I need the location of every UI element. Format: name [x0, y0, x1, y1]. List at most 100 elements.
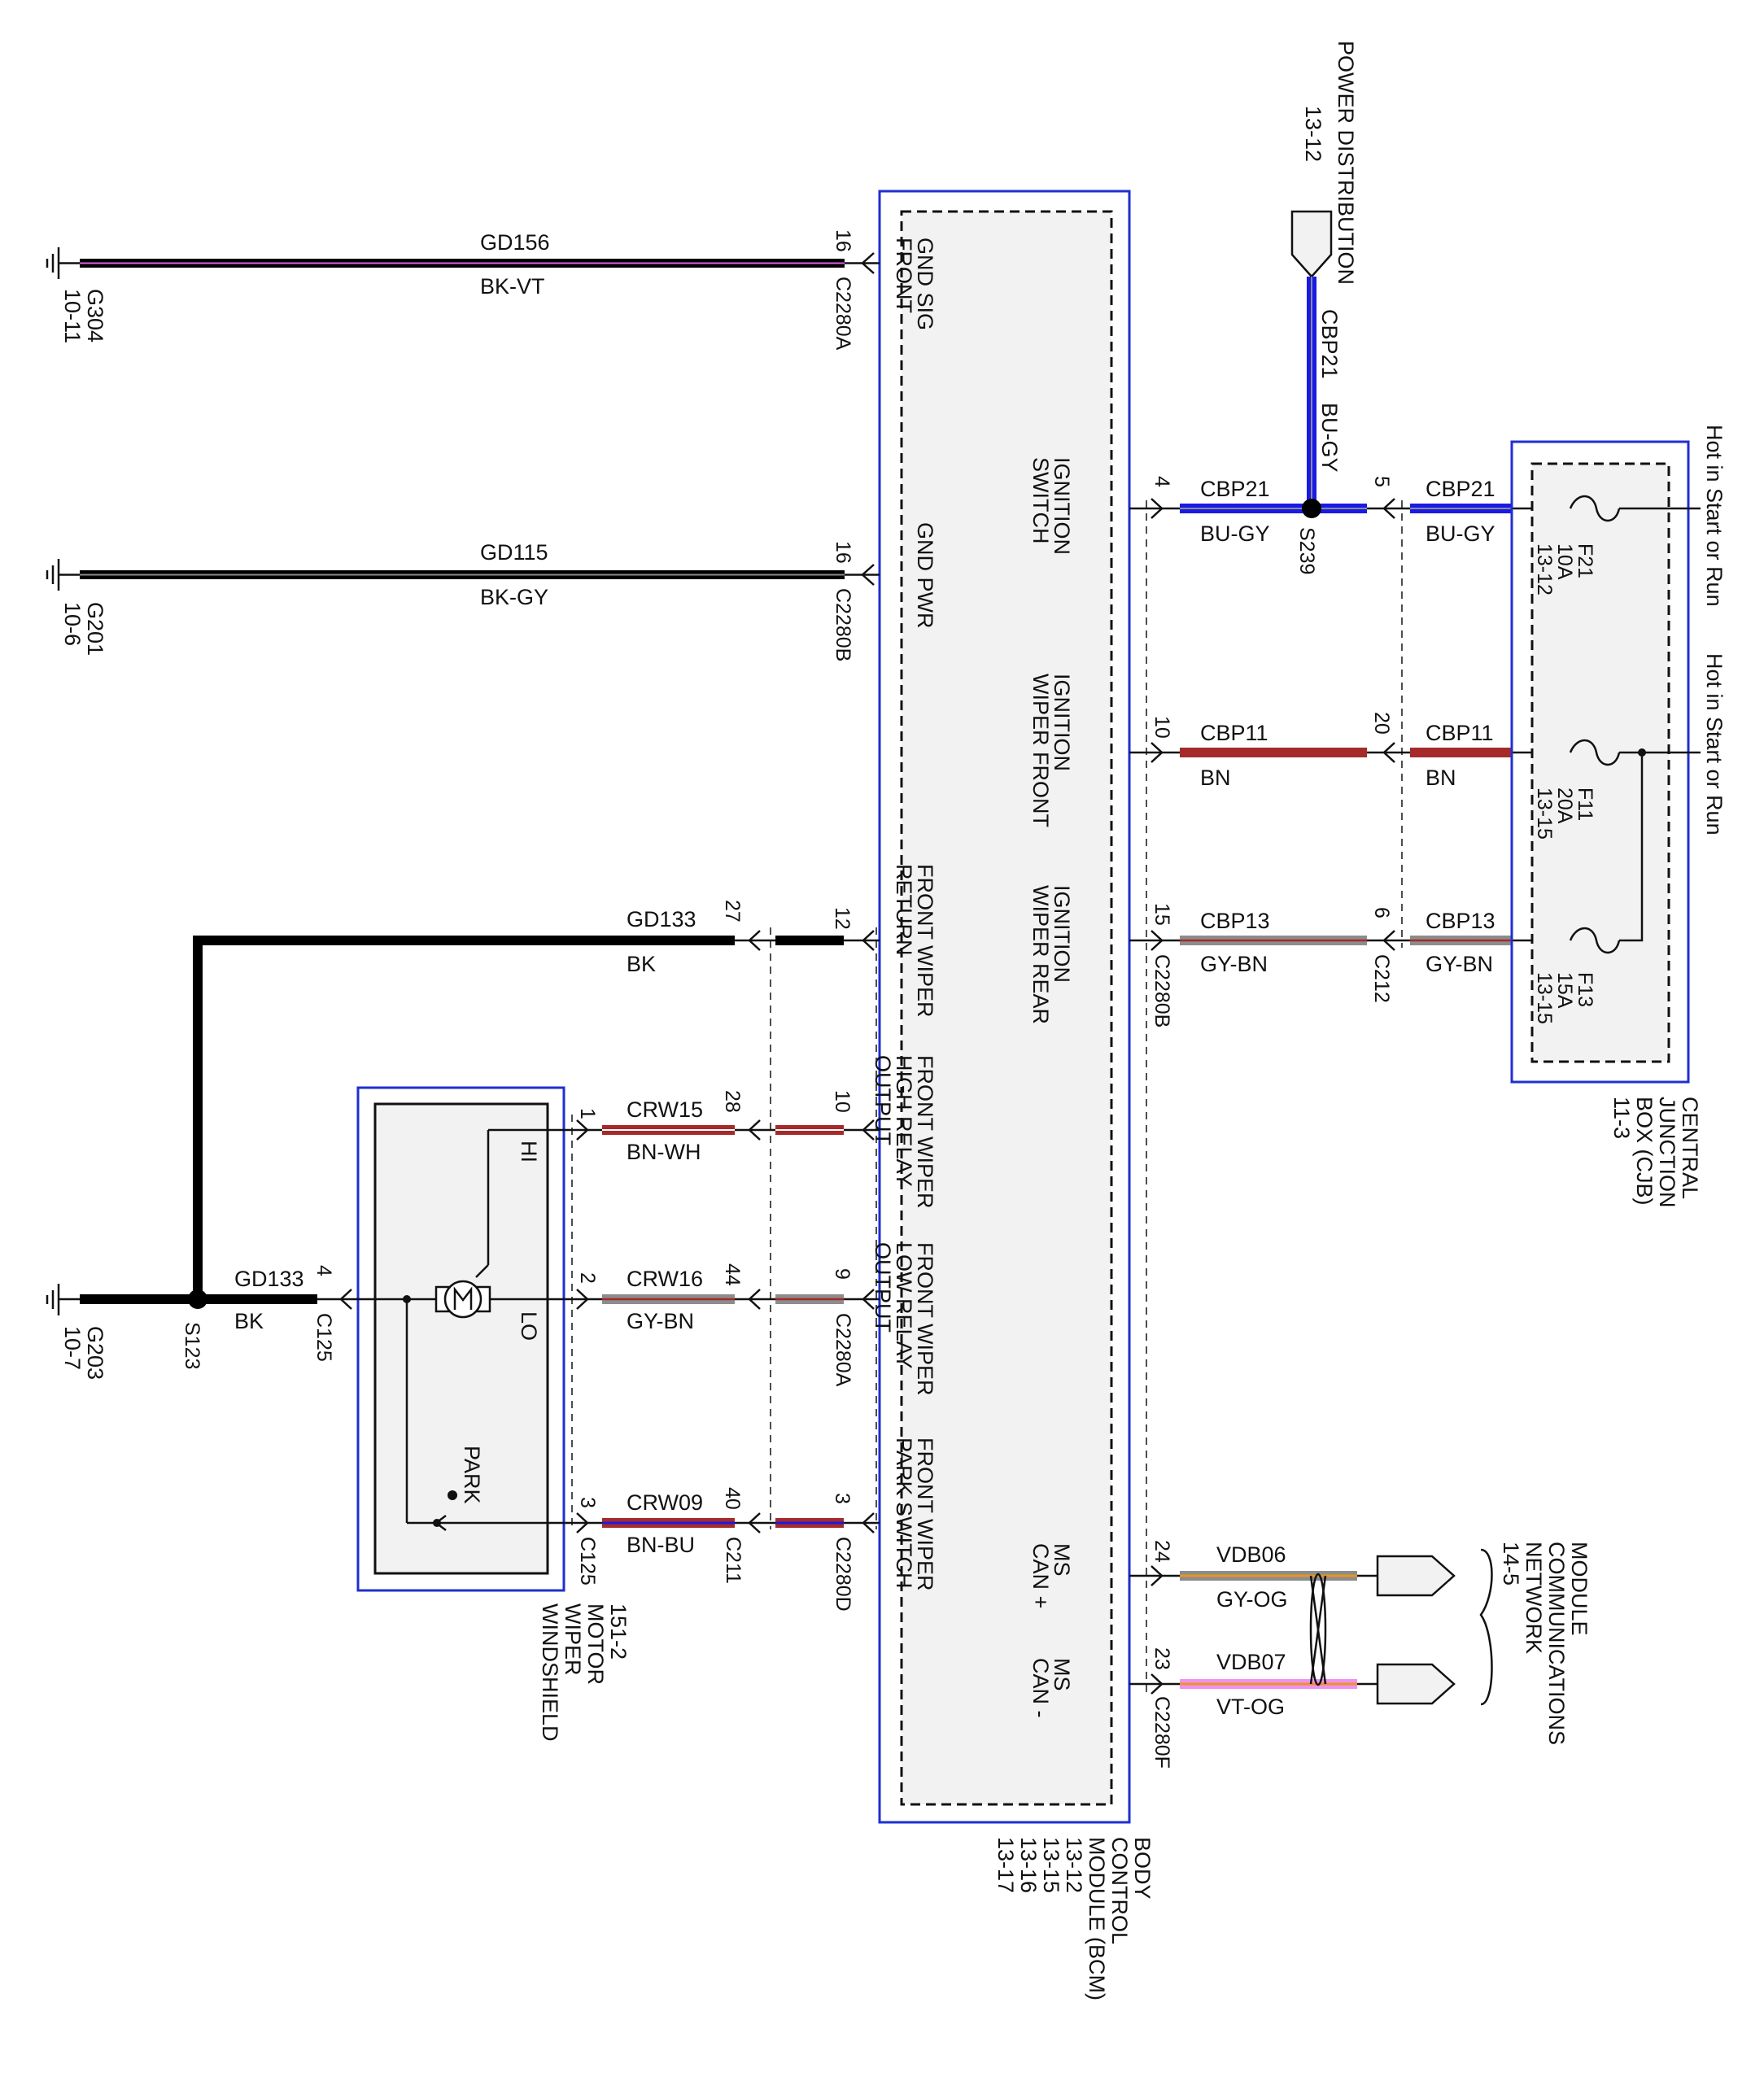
- motor-park-label: PARK: [460, 1446, 484, 1504]
- pin-label-high-relay-1: FRONT WIPER: [913, 1055, 937, 1209]
- wire-crw09-circuit: CRW09: [627, 1490, 703, 1515]
- bcm-name-3: MODULE (BCM): [1085, 1837, 1109, 2000]
- pin-label-park-2: PARK SWITCH: [892, 1437, 916, 1589]
- bcm-ref-2: 13-15: [1039, 1837, 1063, 1893]
- wire-cbp13-circuit: CBP13: [1200, 909, 1270, 933]
- splice-s239-label: S239: [1295, 527, 1318, 574]
- wire-crw09-pin-inline: 40: [721, 1487, 744, 1510]
- wire-crw15-circuit: CRW15: [627, 1097, 703, 1122]
- fuse-f21-rating: 10A: [1553, 543, 1576, 580]
- wire-crw09-pin-bcm: 3: [831, 1493, 854, 1504]
- wire-cbp13-pin-bcm: 15: [1151, 903, 1173, 926]
- wire-crw09-conn-bcm: C2280D: [832, 1537, 854, 1612]
- motor-lo-label: LO: [517, 1311, 541, 1341]
- wire-gd156-color: BK-VT: [480, 274, 545, 299]
- fuse-f21-symbol: [1569, 495, 1621, 522]
- wire-cbp21-vertical-color: BU-GY: [1317, 403, 1342, 473]
- central-junction-box: F21 10A 13-12 F11 20A 13-15 F13 15A 13-1…: [1510, 425, 1727, 1208]
- bcm-ref-4: 13-17: [993, 1837, 1018, 1893]
- wire-vdb07-circuit: VDB07: [1216, 1650, 1286, 1674]
- wire-cbp13-conn-inline: C212: [1370, 954, 1393, 1003]
- wire-gd133-motor-circuit: GD133: [234, 1267, 304, 1291]
- wire-crw09-conn-inline: C211: [722, 1537, 744, 1584]
- ground-g304-ref: 10-11: [60, 289, 85, 343]
- wire-crw15-pin-inline: 28: [721, 1090, 744, 1113]
- splice-s123-label: S123: [181, 1322, 203, 1369]
- motor-ref: 151-2: [606, 1603, 631, 1660]
- pin-label-park-1: FRONT WIPER: [913, 1437, 937, 1591]
- pin-label-ign-switch-1: IGNITION: [1050, 457, 1074, 555]
- wire-gd115-pin: 16: [832, 541, 854, 564]
- wire-cbp21-pin-inline: 5: [1370, 476, 1393, 487]
- pin-label-gnd-pwr: GND PWR: [913, 522, 937, 629]
- wire-crw15-pin-bcm: 10: [831, 1090, 854, 1113]
- bcm-ref-3: 13-16: [1016, 1837, 1041, 1893]
- wire-vdb07-pin: 23: [1151, 1647, 1173, 1670]
- wire-cbp11-pin-bcm: 10: [1151, 716, 1173, 739]
- wire-cbp13-cjb-color: GY-BN: [1426, 952, 1493, 976]
- wire-cbp13-cjb-circuit: CBP13: [1426, 909, 1495, 933]
- motor-hi-label: HI: [517, 1141, 541, 1163]
- wire-cbp11-cjb-circuit: CBP11: [1426, 721, 1494, 745]
- fuse-f11-symbol: [1569, 739, 1621, 766]
- mcn-name-2: COMMUNICATIONS: [1544, 1542, 1569, 1745]
- pin-label-high-relay-3: OUTPUT: [871, 1055, 895, 1145]
- cjb-name-1: CENTRAL: [1678, 1097, 1702, 1199]
- fuse-f13-ref: 13-15: [1533, 972, 1556, 1024]
- power-distribution-ref: 13-12: [1301, 106, 1325, 162]
- power-distribution: POWER DISTRIBUTION 13-12 CBP21 BU-GY: [1290, 41, 1358, 508]
- wire-cbp21-vertical-circuit: CBP21: [1317, 309, 1342, 379]
- pin-label-can-plus-1: MS: [1050, 1543, 1074, 1577]
- wire-gd133-motor-connector: C125: [312, 1313, 335, 1362]
- wire-crw09-pin-motor: 3: [576, 1497, 599, 1508]
- wire-gd115-connector: C2280B: [832, 588, 854, 661]
- ground-g203-symbol: [46, 1284, 80, 1315]
- wire-crw16-pin-inline: 44: [721, 1263, 744, 1286]
- wire-vdb07: VDB07 VT-OG 23 C2280F: [1129, 1647, 1456, 1769]
- ground-g201-label: G201: [83, 602, 107, 656]
- wire-gd133-motor-pin: 4: [312, 1265, 335, 1276]
- pin-label-low-relay-3: OUTPUT: [871, 1242, 895, 1333]
- ground-g304-label: G304: [83, 289, 107, 342]
- wire-gd156-pin: 16: [832, 229, 854, 252]
- wire-vdb07-color: VT-OG: [1216, 1695, 1285, 1719]
- motor-name-2: WIPER: [561, 1603, 585, 1676]
- ground-g201-ref: 10-6: [60, 602, 85, 646]
- wire-crw16-pin-motor: 2: [576, 1272, 599, 1284]
- wire-gd133-return-circuit: GD133: [627, 907, 696, 931]
- wire-cbp11-color: BN: [1200, 766, 1231, 790]
- pin-label-front-return-1: FRONT WIPER: [913, 864, 937, 1018]
- wire-vdb06-circuit: VDB06: [1216, 1542, 1286, 1567]
- wire-cbp13: CBP13 GY-BN CBP13 GY-BN 15 6 C2280B C212: [1129, 903, 1570, 1027]
- wire-crw15: CRW15 BN-WH 10 28 1: [572, 1090, 880, 1164]
- wire-crw16-circuit: CRW16: [627, 1267, 703, 1291]
- wire-gd133-motor-color: BK: [234, 1309, 264, 1333]
- motor-name-3: MOTOR: [583, 1603, 608, 1685]
- cjb-name-3: BOX (CJB): [1632, 1097, 1657, 1206]
- wire-gd115-color: BK-GY: [480, 585, 548, 609]
- wire-vdb06-pin: 24: [1151, 1540, 1173, 1563]
- wire-cbp21-cjb-color: BU-GY: [1426, 521, 1495, 546]
- wire-cbp13-color: GY-BN: [1200, 952, 1268, 976]
- wire-crw16-color: GY-BN: [627, 1309, 694, 1333]
- hot-label-2: Hot in Start or Run: [1702, 653, 1727, 835]
- wiper-motor: HI LO PARK WINDSHIELD WIPER MOTOR 151-2: [356, 1086, 631, 1742]
- pin-label-gnd-sig-1: GND SIG: [913, 238, 937, 330]
- ground-g201-symbol: [46, 559, 80, 591]
- bcm-label: BODY CONTROL MODULE (BCM) 13-12 13-15 13…: [993, 1837, 1155, 2000]
- wire-cbp21-circuit: CBP21: [1200, 477, 1270, 501]
- cjb-name-2: JUNCTION: [1655, 1097, 1679, 1208]
- motor-symbol: [434, 1280, 491, 1319]
- fuse-f13-id: F13: [1574, 972, 1596, 1007]
- wire-vdb06: VDB06 GY-OG 24: [1129, 1540, 1456, 1612]
- pin-label-front-return-2: RETURN: [892, 864, 916, 956]
- fuse-f11-id: F11: [1574, 787, 1596, 821]
- wire-crw09-color: BN-BU: [627, 1533, 695, 1557]
- pin-label-ign-rear-1: IGNITION: [1050, 885, 1074, 983]
- wire-vdb07-connector: C2280F: [1151, 1696, 1173, 1769]
- pin-label-ign-rear-2: WIPER REAR: [1028, 885, 1053, 1024]
